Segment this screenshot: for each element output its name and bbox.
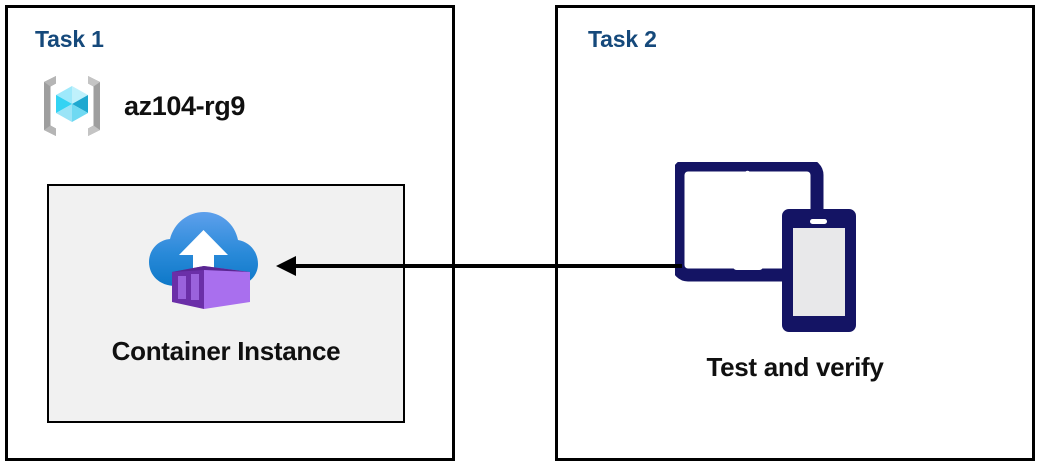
container-instance-box: Container Instance bbox=[47, 184, 405, 423]
tablet-and-phone-icon bbox=[675, 162, 856, 332]
task-2-heading: Task 2 bbox=[588, 26, 657, 52]
test-and-verify-label: Test and verify bbox=[706, 352, 884, 382]
azure-container-instances-icon bbox=[149, 212, 258, 309]
azure-resource-group-icon bbox=[44, 76, 100, 136]
container-instance-label: Container Instance bbox=[111, 336, 341, 366]
task-1-panel: Task 1 bbox=[5, 5, 455, 461]
flow-arrow bbox=[276, 256, 682, 276]
resource-group-row: az104-rg9 bbox=[34, 68, 245, 144]
resource-group-label: az104-rg9 bbox=[124, 90, 245, 121]
task-1-heading: Task 1 bbox=[35, 26, 104, 52]
